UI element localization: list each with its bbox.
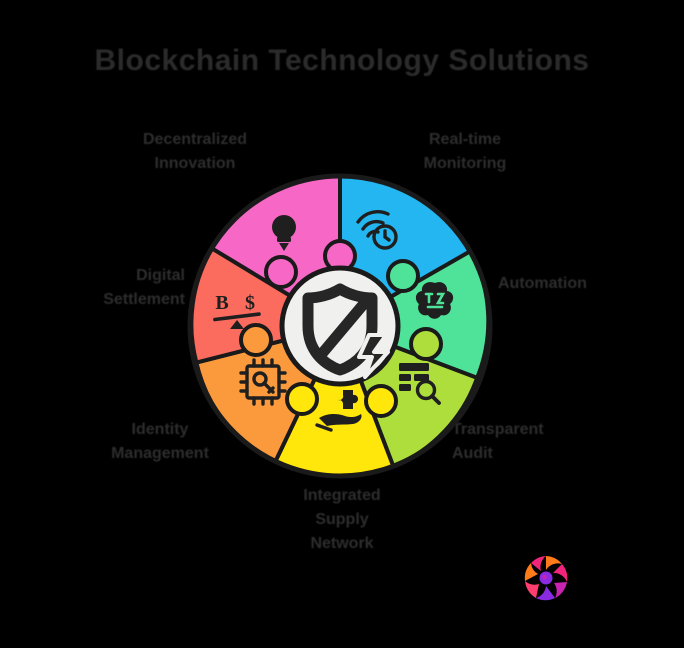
wifi-clock-icon: [356, 209, 398, 250]
table-search-icon: [399, 363, 441, 405]
key-frame-icon: [239, 358, 287, 406]
svg-text:B: B: [215, 292, 228, 314]
spiral-swirl-logo: [518, 550, 574, 606]
balance-scale-icon: B $: [213, 292, 261, 329]
svg-text:$: $: [245, 292, 255, 314]
callout-top-left: Decentralized Innovation: [142, 131, 248, 172]
callout-bottom-center: Integrated Supply Network: [303, 487, 381, 552]
page-title: Blockchain Technology Solutions: [94, 44, 590, 77]
callout-left: Digital Settlement: [103, 267, 185, 308]
hand-puzzle-icon: [315, 390, 362, 432]
lightbulb-icon: [272, 215, 296, 251]
puzzle-wheel: B $: [186, 172, 494, 480]
callout-bottom-right: Transparent Audit: [452, 421, 544, 462]
callout-bottom-left: Identity Management: [111, 421, 209, 462]
callout-top-right: Real-time Monitoring: [423, 131, 507, 172]
shield-lightning-icon: [302, 283, 390, 379]
brain-chip-icon: [415, 282, 454, 319]
callout-right: Automation: [498, 275, 587, 292]
